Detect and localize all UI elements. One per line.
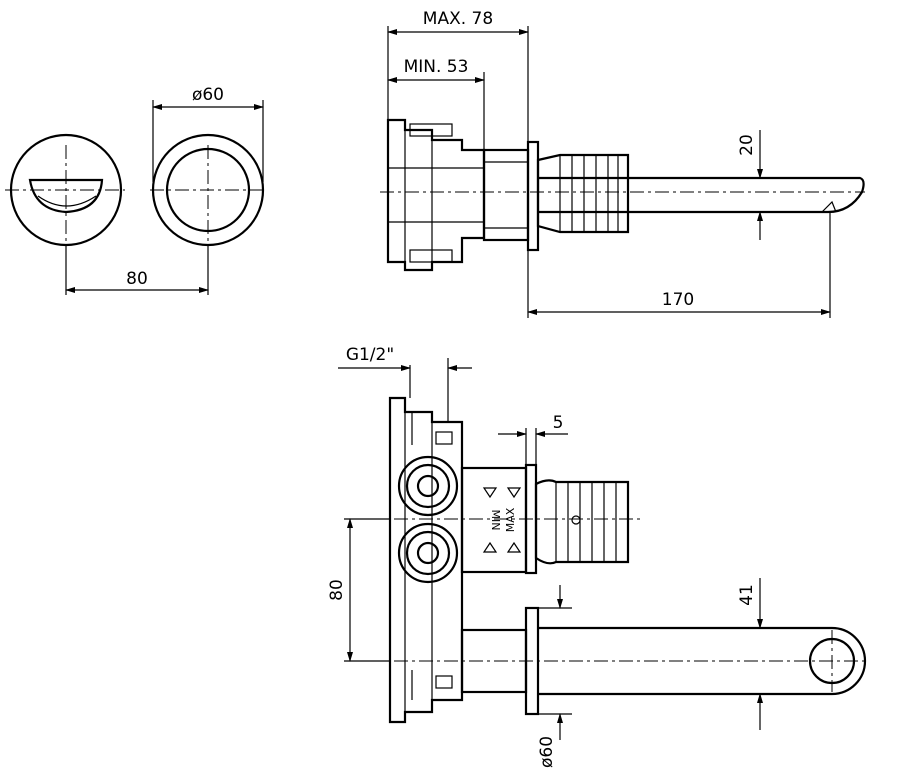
handle-rosette-front-view — [5, 133, 125, 290]
centers-front-label: 80 — [327, 579, 347, 601]
centers-dimension-top: 80 — [65, 245, 209, 295]
front-section-view: MIN MAX G1/2" 5 — [327, 345, 868, 768]
valve-max-label: MAX — [504, 507, 517, 532]
spout-height-label: 20 — [737, 134, 757, 156]
rosette-diameter-front-label: ø60 — [537, 736, 557, 768]
side-view: MAX. 78 MIN. 53 20 170 — [380, 9, 865, 318]
valve-min-label: MIN — [489, 510, 502, 531]
centers-top-label: 80 — [126, 269, 148, 289]
spout-length-label: 170 — [662, 290, 694, 310]
max-depth-label: MAX. 78 — [423, 9, 493, 29]
rosette-gap-label: 5 — [553, 413, 564, 433]
min-depth-label: MIN. 53 — [404, 57, 469, 77]
rosette-diameter-top-label: ø60 — [192, 85, 224, 105]
spout-offset-label: 41 — [737, 584, 757, 606]
thread-label: G1/2" — [346, 345, 394, 365]
